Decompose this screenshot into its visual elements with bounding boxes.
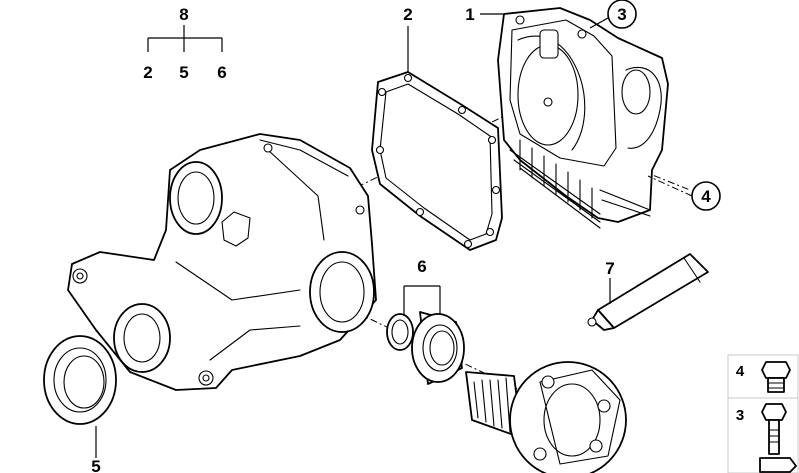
seal-pair-part[interactable] [386,311,465,385]
legend-number-4[interactable]: 4 [736,363,745,380]
cover-fins [509,139,651,229]
callout-ring-3 [607,0,637,29]
label-cover-callout-3[interactable]: 3 [617,5,626,24]
legend-number-3[interactable]: 3 [736,407,744,424]
label-gasket-2[interactable]: 2 [403,5,412,24]
rear-cover-part[interactable] [497,7,669,229]
label-cover-callout-4[interactable]: 4 [701,187,711,206]
label-8-child-6[interactable]: 6 [217,63,226,82]
group-8-tree: 8 2 5 6 [143,5,226,82]
sealant-tube-part[interactable] [587,253,709,331]
fastener-legend: 4 3 [727,354,799,473]
label-8-child-5[interactable]: 5 [179,63,188,82]
label-left-seal-5[interactable]: 5 [91,457,100,473]
bolt-icon [761,403,787,455]
output-flange-part[interactable] [465,361,627,473]
legend-wedge-icon [759,457,797,473]
label-8-child-2[interactable]: 2 [143,63,152,82]
plug-screw-icon [761,361,791,393]
left-seal-part[interactable] [43,335,117,425]
label-cover-1[interactable]: 1 [465,5,474,24]
label-sealant-7[interactable]: 7 [605,259,614,278]
label-8[interactable]: 8 [179,5,188,24]
label-seal-pair-6[interactable]: 6 [417,257,426,276]
gasket-part[interactable] [371,71,503,251]
differential-housing[interactable] [67,133,377,391]
